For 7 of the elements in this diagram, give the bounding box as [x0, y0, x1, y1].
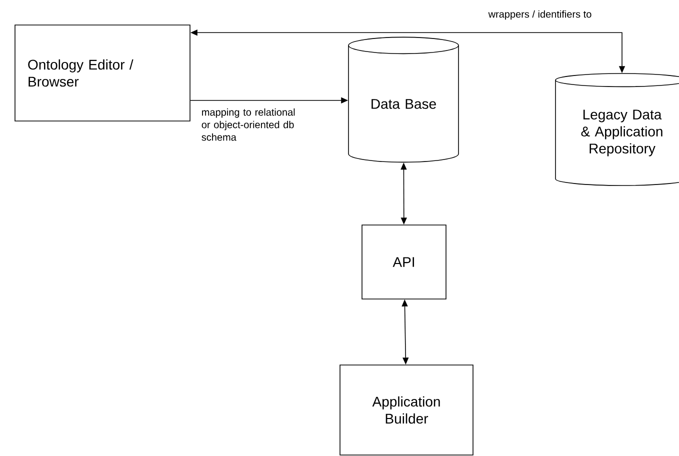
- edge-label: mapping to relational or object-oriented db schema: [202, 108, 295, 141]
- process-box: Application Builder: [340, 364, 474, 456]
- database-cylinder: Legacy Data & Application Repository: [555, 73, 679, 186]
- database-cylinder: Data Base: [348, 36, 459, 163]
- process-box: API: [362, 224, 446, 300]
- process-box: Ontology Editor / Browser: [14, 24, 190, 122]
- edge-label: wrappers / identifiers to: [488, 10, 592, 20]
